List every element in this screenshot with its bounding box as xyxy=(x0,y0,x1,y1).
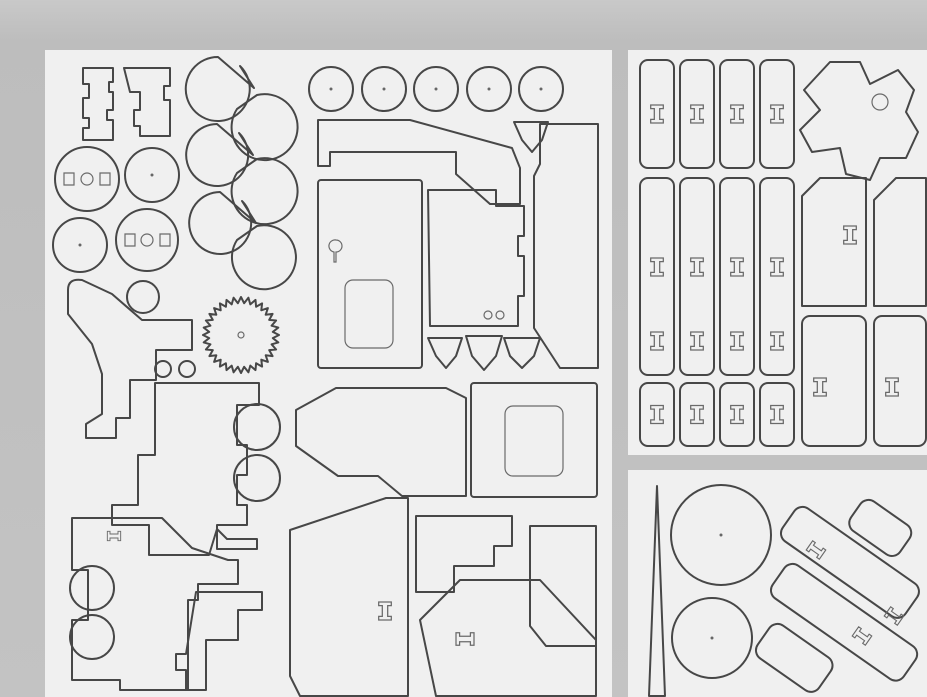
right-bottom-sheet-parts xyxy=(648,484,920,697)
clover-part xyxy=(799,61,919,181)
small-clip xyxy=(503,337,541,369)
small-disc xyxy=(178,360,196,378)
teardrop-part xyxy=(230,224,297,291)
left-sheet xyxy=(45,50,612,697)
clip-part xyxy=(82,67,114,141)
gear-part xyxy=(202,296,280,374)
gear-outline xyxy=(202,296,280,374)
teardrop-part xyxy=(230,157,299,226)
slat-part xyxy=(754,622,834,693)
frame-part xyxy=(111,382,260,556)
slat-part xyxy=(769,562,919,682)
base-panel xyxy=(419,579,597,697)
spike-part xyxy=(648,485,666,697)
pill-part xyxy=(639,382,675,447)
small-disc xyxy=(126,280,160,314)
right-top-sheet-parts xyxy=(639,59,795,447)
base-panel xyxy=(289,497,409,697)
pill-part xyxy=(759,382,795,447)
base-panel xyxy=(415,515,513,593)
small-disc xyxy=(69,614,115,660)
corner-panel xyxy=(873,177,927,307)
pill-part xyxy=(679,177,715,376)
pill-part xyxy=(639,177,675,376)
pill-part xyxy=(759,59,795,169)
slat-part xyxy=(779,505,920,619)
disc-part xyxy=(54,146,120,212)
mid-panel xyxy=(470,382,598,498)
disc-part xyxy=(124,147,180,203)
pill-part xyxy=(679,382,715,447)
small-clip xyxy=(465,335,503,371)
small-disc xyxy=(69,565,115,611)
pill-part xyxy=(759,177,795,376)
teardrop-part xyxy=(188,191,257,255)
left-sheet-parts xyxy=(52,55,599,697)
teardrop-part xyxy=(185,123,254,187)
pill-part xyxy=(719,382,755,447)
small-disc xyxy=(233,454,281,502)
mid-panel xyxy=(295,387,467,497)
pill-part xyxy=(679,59,715,169)
small-clip xyxy=(513,121,549,153)
window-cutout xyxy=(504,405,564,477)
disc-part xyxy=(670,484,772,586)
right-top-sheet xyxy=(628,50,927,455)
corner-panel xyxy=(873,315,927,447)
bracket-part xyxy=(175,591,263,691)
box-panel xyxy=(317,179,423,369)
corner-panel xyxy=(801,315,867,447)
disc-part xyxy=(52,217,108,273)
keyhole xyxy=(328,239,343,263)
small-clip xyxy=(427,337,463,369)
disc-part xyxy=(115,208,179,272)
window-cutout xyxy=(344,279,394,349)
box-panel xyxy=(427,189,525,327)
base-panel xyxy=(529,525,597,647)
right-bottom-sheet xyxy=(628,470,927,697)
teardrop-part xyxy=(184,55,255,122)
pill-part xyxy=(719,59,755,169)
pill-part xyxy=(719,177,755,376)
small-disc xyxy=(233,403,281,451)
disc-part xyxy=(671,597,753,679)
side-panel xyxy=(533,123,599,369)
pill-part xyxy=(639,59,675,169)
arm-part xyxy=(67,278,193,439)
corner-panel xyxy=(801,177,867,307)
clip-part xyxy=(123,67,171,137)
teardrop-part xyxy=(230,93,299,162)
circle-row xyxy=(308,66,564,112)
slat-part xyxy=(848,498,913,557)
